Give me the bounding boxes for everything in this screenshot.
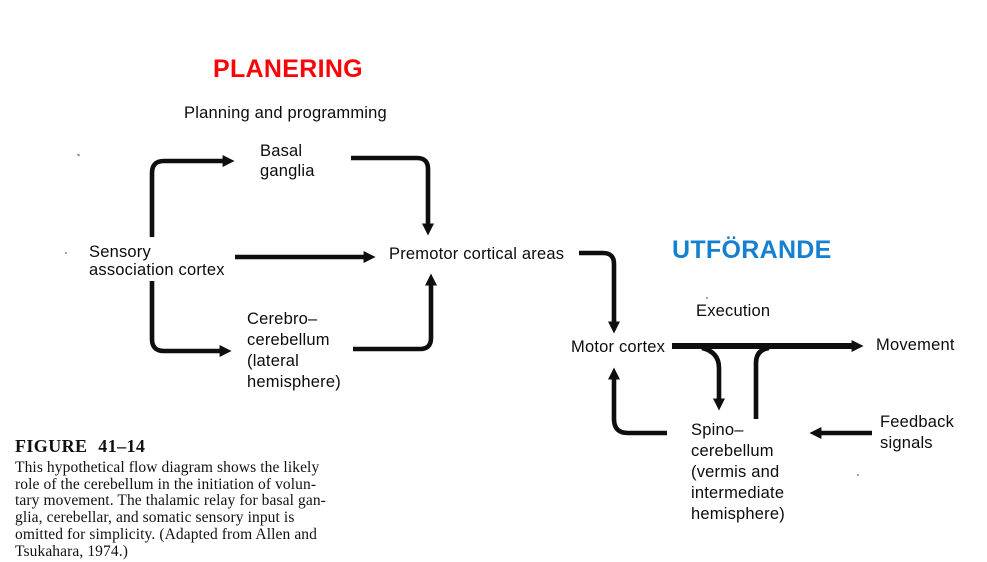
arrow-cerebro-to-premotor bbox=[353, 273, 437, 352]
phase-label-planning: Planning and programming bbox=[184, 104, 387, 122]
figure-caption-body: This hypothetical flow diagram shows the… bbox=[15, 459, 326, 560]
phase-label-execution: Execution bbox=[696, 302, 771, 320]
figure-caption: FIGURE 41–14 This hypothetical flow diag… bbox=[15, 436, 345, 560]
node-basal-ganglia: Basal ganglia bbox=[260, 142, 315, 180]
node-cerebro-cerebellum: Cerebro– cerebellum (lateral hemisphere) bbox=[247, 310, 341, 391]
execution-phase-title: UTFÖRANDE bbox=[672, 236, 832, 264]
line-spino-to-movement-branch bbox=[753, 345, 770, 419]
arrow-motor-to-spino-branch bbox=[701, 345, 725, 411]
node-movement: Movement bbox=[876, 336, 955, 354]
node-feedback-signals: Feedback signals bbox=[880, 413, 955, 452]
arrow-spino-to-motor bbox=[608, 367, 667, 436]
arrow-sensory-to-basal bbox=[149, 155, 235, 237]
node-premotor-cortical-areas: Premotor cortical areas bbox=[389, 245, 565, 263]
arrow-basal-to-premotor bbox=[351, 155, 434, 236]
node-motor-cortex: Motor cortex bbox=[571, 338, 666, 356]
figure-caption-label: FIGURE 41–14 bbox=[15, 436, 146, 456]
arrow-premotor-to-motor bbox=[579, 250, 620, 334]
scan-speck bbox=[857, 474, 859, 476]
node-sensory-association-cortex: Sensory association cortex bbox=[89, 243, 225, 279]
planning-phase-title: PLANERING bbox=[213, 55, 363, 83]
scan-speck bbox=[65, 252, 67, 254]
arrow-sensory-to-cerebro bbox=[149, 281, 232, 357]
scan-speck bbox=[706, 297, 708, 299]
node-spino-cerebellum: Spino– cerebellum (vermis and intermedia… bbox=[691, 421, 785, 523]
